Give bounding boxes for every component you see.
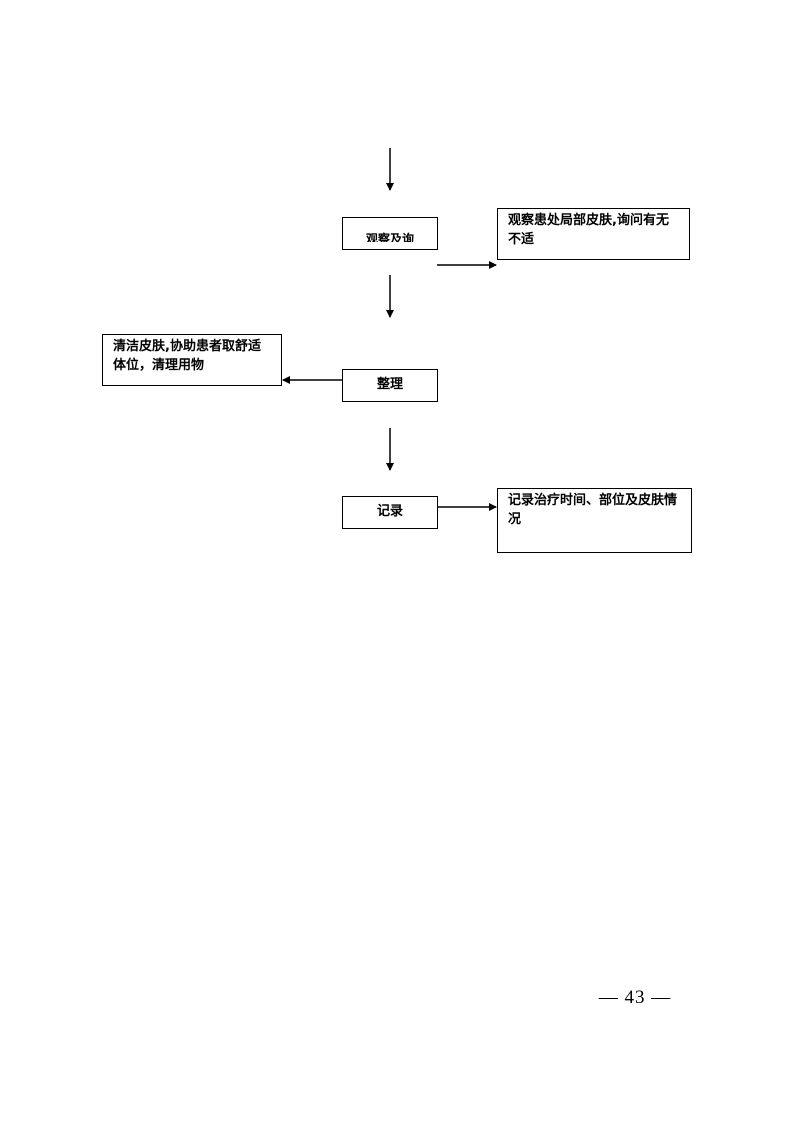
note-observe-text: 观察患处局部皮肤,询问有无不适	[508, 213, 669, 247]
step-observe-box: 观察及询	[342, 217, 438, 250]
step-record-box: 记录	[342, 496, 438, 529]
step-tidy-label: 整理	[376, 377, 403, 392]
step-tidy-box: 整理	[342, 369, 438, 402]
note-observe-box: 观察患处局部皮肤,询问有无不适	[497, 208, 690, 260]
step-observe-label: 观察及询	[365, 232, 414, 242]
step-record-label: 记录	[376, 504, 403, 519]
note-tidy-text: 清洁皮肤,协助患者取舒适体位，清理用物	[113, 339, 261, 373]
note-record-text: 记录治疗时间、部位及皮肤情况	[508, 493, 678, 527]
page-number: — 43 —	[598, 987, 672, 1008]
note-record-box: 记录治疗时间、部位及皮肤情况	[497, 488, 692, 553]
note-tidy-box: 清洁皮肤,协助患者取舒适体位，清理用物	[102, 334, 282, 386]
